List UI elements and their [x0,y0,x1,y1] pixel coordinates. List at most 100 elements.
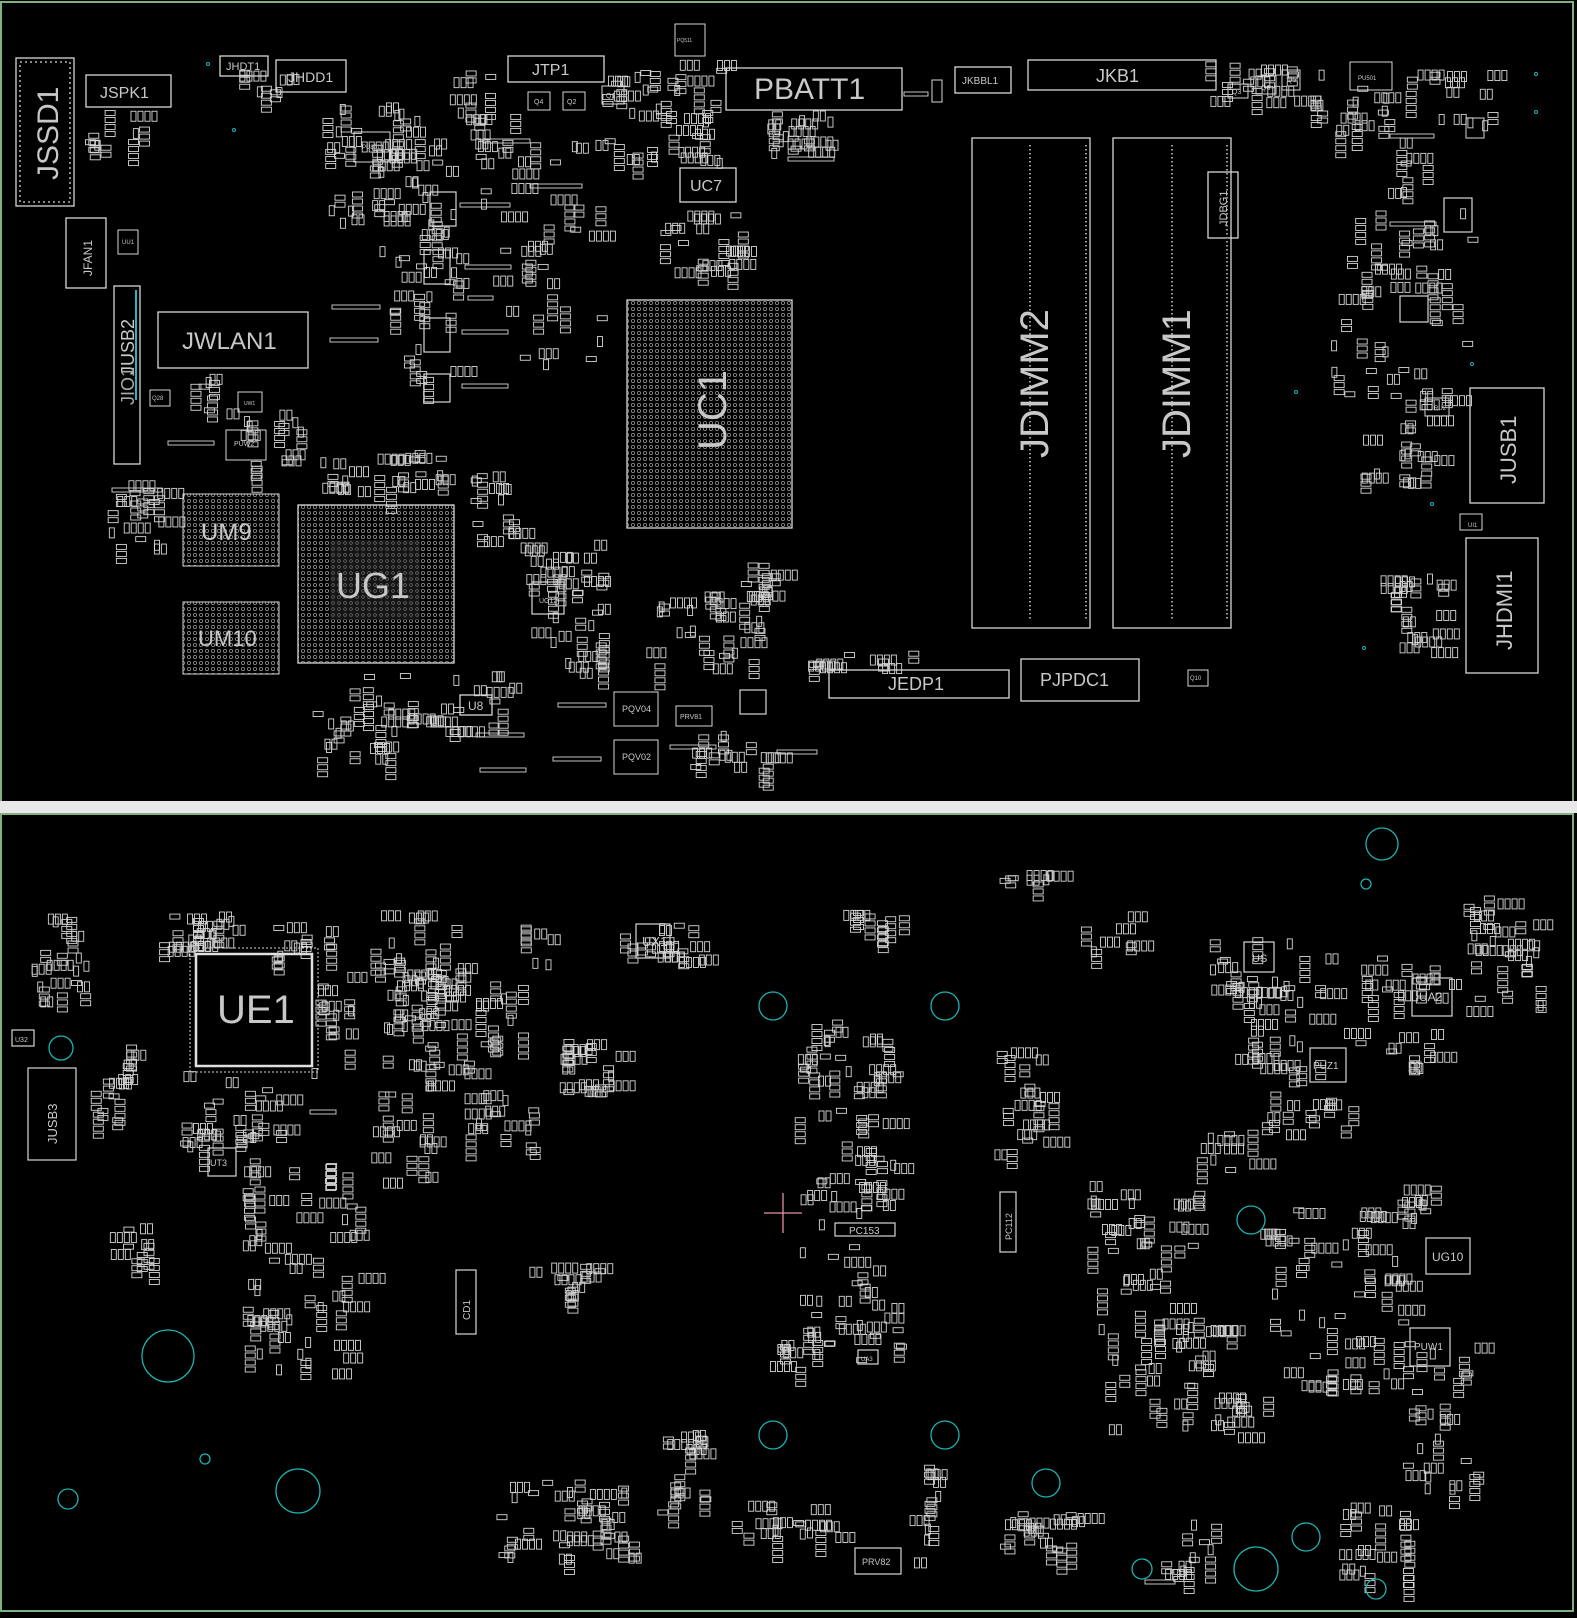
jhdmi1-label: JHDMI1 [1492,571,1517,650]
puz1-label: PUZ1 [1313,1061,1339,1072]
ug10-chip[interactable] [1425,1237,1471,1275]
jusb2-label: JUSB2 [118,319,138,375]
ue1-chip[interactable] [189,947,319,1073]
panel-divider [0,801,1577,813]
jhdt1-label: JHDT1 [226,61,260,73]
uu1-label: UU1 [122,240,135,246]
ua2-label: UA2 [1419,990,1443,1004]
uw1-label: UW1 [244,401,255,407]
um10-chip[interactable] [182,601,280,675]
jusb3-label: JUSB3 [45,1104,60,1144]
jedp1-label: JEDP1 [888,674,944,694]
cd1-part[interactable] [455,1269,477,1335]
jwlan1-label: JWLAN1 [182,328,277,355]
jdimm1-connector[interactable] [1112,137,1232,629]
top-side-panel[interactable]: JSSD1 JSPK1 JHDT1 JHDD1 JTP1 PBATT1 JKBB… [0,1,1577,813]
prv82-part[interactable] [854,1547,902,1575]
pjpdc1-label: PJPDC1 [1040,670,1109,690]
jusb2-connector[interactable] [113,285,141,465]
cd1-label: CD1 [462,1300,473,1320]
pc112-part[interactable] [999,1191,1017,1253]
jspk1-label: JSPK1 [100,85,149,102]
q1-label: Q1 [606,93,615,100]
bottom-side-components [31,870,1554,1602]
bottom-side-panel[interactable]: UE1 UX1 UA2 PUZ1 UG10 PUW1 US UT3 JUSB3 … [0,813,1574,1612]
pc153-part[interactable] [834,1222,896,1237]
jkbbl1-label: JKBBL1 [962,76,999,87]
mounting-holes [48,827,1399,1600]
q2-label: Q2 [567,99,576,106]
ug1-chip[interactable] [297,504,455,664]
jio1-label: JIO1 [118,367,138,405]
pbatt1-connector[interactable] [725,67,903,111]
q28-label: Q28 [152,396,164,402]
jhdt1-connector[interactable] [219,55,269,77]
top-side-components [85,59,1508,791]
pu801-label: PU801 [362,145,381,151]
jtp1-connector[interactable] [507,55,605,83]
uc7-chip[interactable] [679,167,737,203]
um10-label: UM10 [198,626,257,651]
q6-label: Q6 [1261,85,1270,92]
jdimm2-label: JDIMM2 [1013,309,1057,458]
jwlan1-connector[interactable] [157,311,309,369]
puz1-chip[interactable] [1309,1047,1347,1083]
uc7-label: UC7 [690,178,722,195]
q10-label: Q10 [1190,676,1202,682]
ua3-part[interactable] [857,1349,879,1365]
u32-part[interactable] [11,1029,35,1047]
jssd1-label: JSSD1 [32,87,65,180]
bottom-panel-border [0,813,1574,1612]
jdbg1-connector[interactable] [1207,171,1239,239]
um9-label: UM9 [201,519,252,546]
uc1-label: UC1 [691,370,735,450]
u8-label: U8 [468,699,484,713]
pc153-label: PC153 [849,1226,880,1237]
jhdd1-label: JHDD1 [288,69,333,85]
ug1-label: UG1 [336,565,410,606]
jhdd1-connector[interactable] [275,59,347,93]
jusb3-connector[interactable] [27,1067,77,1161]
pqv02-label: PQV02 [622,752,651,762]
jkb1-label: JKB1 [1096,66,1139,86]
ue1-label: UE1 [217,988,295,1032]
pu501-label: PU501 [1358,76,1377,82]
jedp1-connector[interactable] [828,669,1010,699]
u8-chip[interactable] [459,694,493,716]
jtp1-label: JTP1 [532,62,569,79]
jdimm2-connector[interactable] [971,137,1091,629]
jfan1-connector[interactable] [65,217,107,289]
ru2-label: RU2 [1434,406,1447,412]
q4-label: Q4 [534,99,543,106]
jspk1-connector[interactable] [85,74,172,108]
ut3-label: UT3 [210,1158,227,1168]
pqv04-label: PQV04 [622,704,651,714]
jhdmi1-connector[interactable] [1465,537,1539,674]
cursor-crosshair [764,1193,802,1233]
jusb1-label: JUSB1 [1496,416,1521,484]
us-chip[interactable] [1243,941,1275,973]
pc112-label: PC112 [1004,1213,1014,1240]
pbatt1-label: PBATT1 [754,73,865,106]
jssd1-connector[interactable] [15,57,75,207]
prv81-label: PRV81 [680,714,702,721]
jkb1-connector[interactable] [1027,59,1217,91]
ug10-label: UG10 [1432,1250,1464,1264]
jkbbl1-connector[interactable] [954,66,1012,94]
uc1-chip[interactable] [626,299,793,529]
jdimm1-label: JDIMM1 [1155,309,1199,458]
ui1-label: UI1 [1468,523,1478,529]
puw1-label: PUW1 [1414,1342,1443,1353]
jusb1-connector[interactable] [1469,387,1545,504]
pjpdc1-connector[interactable] [1020,658,1140,702]
prv82-label: PRV82 [862,1557,890,1567]
ua3-label: UA3 [861,1357,873,1363]
q3-label: Q3 [1232,89,1241,96]
jfan1-label: JFAN1 [81,240,95,276]
u32-label: U32 [15,1037,28,1044]
pq511-label: PQ511 [677,38,692,44]
puw2-label: PUW2 [234,441,254,448]
um9-chip[interactable] [182,493,280,567]
